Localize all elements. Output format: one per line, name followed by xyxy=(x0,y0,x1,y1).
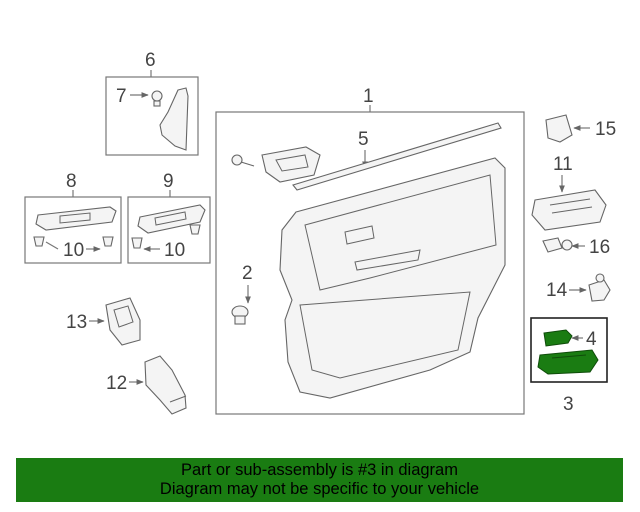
switch-base-part-9[interactable] xyxy=(137,204,206,234)
callout-14[interactable]: 14 xyxy=(546,280,568,301)
clip-part-7[interactable] xyxy=(151,90,163,107)
part-group-3-highlighted: 4 3 xyxy=(530,317,608,415)
callout-15[interactable]: 15 xyxy=(595,119,616,140)
bezel-part-13[interactable] xyxy=(105,297,141,346)
callout-10-left[interactable]: 10 xyxy=(63,240,84,261)
part-group-9: 9 10 xyxy=(127,171,211,264)
switch-base-part-8[interactable] xyxy=(35,206,117,231)
callout-16[interactable]: 16 xyxy=(589,237,610,258)
callout-6[interactable]: 6 xyxy=(145,50,156,71)
clip-part-10-right[interactable] xyxy=(131,224,201,249)
socket-part-14[interactable] xyxy=(588,279,611,302)
part-group-8: 8 10 xyxy=(24,171,122,264)
part-group-1: 1 5 2 xyxy=(215,86,525,415)
callout-4[interactable]: 4 xyxy=(586,329,597,350)
banner-line-1: Part or sub-assembly is #3 in diagram xyxy=(181,461,458,479)
callout-1[interactable]: 1 xyxy=(363,86,374,107)
banner-line-2: Diagram may not be specific to your vehi… xyxy=(159,480,480,498)
pillar-garnish-part-6[interactable] xyxy=(159,87,189,151)
part-group-14: 14 xyxy=(546,273,611,302)
clip-part-10-left[interactable] xyxy=(33,236,114,247)
part-group-13: 13 xyxy=(66,297,141,346)
callout-8[interactable]: 8 xyxy=(66,171,77,192)
callout-12[interactable]: 12 xyxy=(106,373,127,394)
part-group-6: 6 7 xyxy=(105,50,199,156)
switch-part-4[interactable] xyxy=(543,329,573,347)
callout-3[interactable]: 3 xyxy=(563,394,574,415)
handle-bracket-part[interactable] xyxy=(231,146,321,183)
part-group-12: 12 xyxy=(106,355,187,415)
callout-9[interactable]: 9 xyxy=(163,171,174,192)
callout-7[interactable]: 7 xyxy=(116,86,127,107)
fastener-part-2[interactable] xyxy=(231,305,249,325)
callout-5[interactable]: 5 xyxy=(358,129,369,150)
door-trim-panel-part-1[interactable] xyxy=(279,157,506,399)
switch-part-12[interactable] xyxy=(144,355,187,415)
switch-bezel-part-3[interactable] xyxy=(537,349,599,375)
part-group-15: 15 xyxy=(545,114,616,143)
info-banner: Part or sub-assembly is #3 in diagram Di… xyxy=(16,458,623,502)
part-group-11: 11 xyxy=(531,154,607,231)
callout-2[interactable]: 2 xyxy=(242,263,253,284)
callout-10-right[interactable]: 10 xyxy=(164,240,185,261)
weatherstrip-part-5[interactable] xyxy=(292,122,502,191)
bulb-part-16[interactable] xyxy=(542,237,573,253)
callout-13[interactable]: 13 xyxy=(66,312,87,333)
part-group-16: 16 xyxy=(542,237,610,258)
callout-11[interactable]: 11 xyxy=(553,154,573,175)
switch-part-15[interactable] xyxy=(545,114,573,143)
